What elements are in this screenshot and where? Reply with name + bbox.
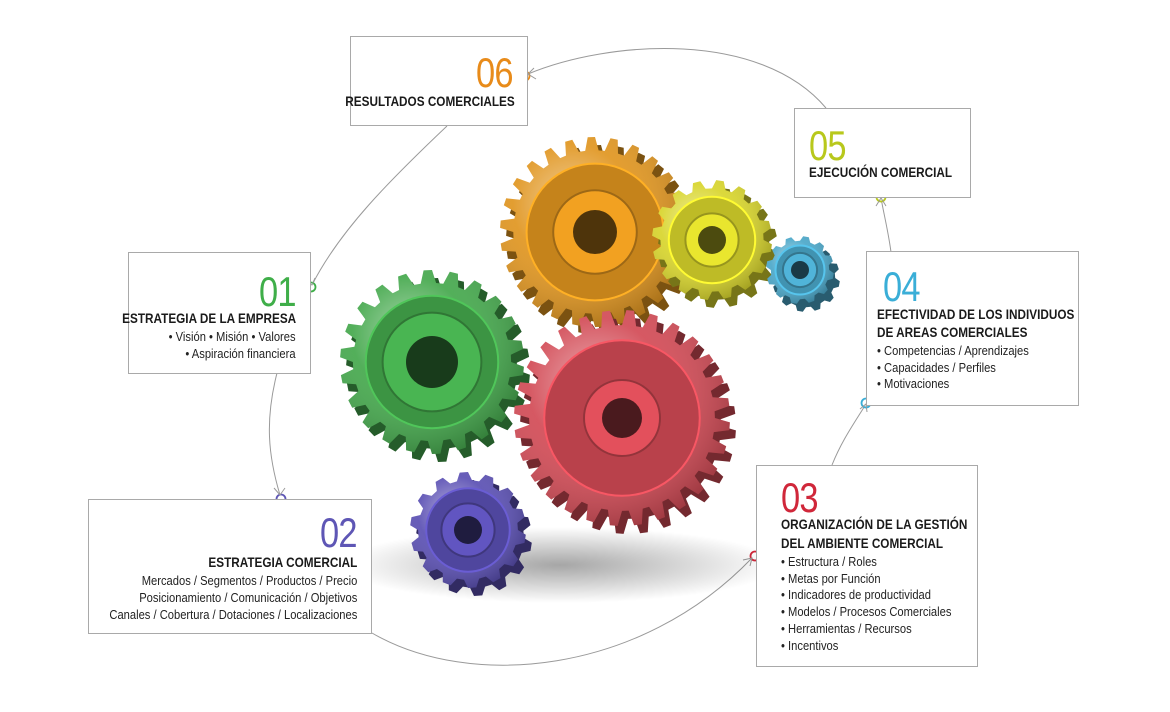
step-number: 01 — [259, 268, 296, 315]
step-item: • Visión • Misión • Valores — [169, 329, 296, 344]
step-title-line1: ORGANIZACIÓN DE LA GESTIÓN — [781, 516, 968, 532]
arc-01-to-02 — [268, 372, 281, 496]
arc-05-to-06 — [527, 48, 827, 109]
step-number: 05 — [809, 122, 846, 169]
step-item-list: Estructura / Roles Metas por Función Ind… — [781, 554, 979, 654]
step-number: 03 — [781, 474, 818, 521]
step-item: Incentivos — [781, 638, 951, 655]
step-number: 02 — [320, 509, 357, 556]
card-step-01: 01 ESTRATEGIA DE LA EMPRESA • Visión • M… — [122, 252, 311, 374]
blue-gear — [766, 236, 840, 312]
step-title-line2: DE AREAS COMERCIALES — [877, 324, 1028, 340]
step-item: Posicionamiento / Comunicación / Objetiv… — [138, 590, 357, 605]
step-item: Capacidades / Perfiles — [877, 360, 1029, 377]
step-item: Mercados / Segmentos / Productos / Preci… — [141, 573, 357, 588]
step-title-line1: EFECTIVIDAD DE LOS INDIVIDUOS — [877, 306, 1075, 322]
step-number: 04 — [883, 263, 920, 310]
card-step-04: 04 EFECTIVIDAD DE LOS INDIVIDUOS DE AREA… — [866, 251, 1079, 406]
card-step-05: 05 EJECUCIÓN COMERCIAL — [794, 108, 971, 198]
step-item: Metas por Función — [781, 571, 951, 588]
step-number: 06 — [476, 49, 513, 96]
step-item: Estructura / Roles — [781, 554, 951, 571]
step-item: Herramientas / Recursos — [781, 621, 951, 638]
step-title-line2: DEL AMBIENTE COMERCIAL — [781, 535, 944, 551]
card-step-02: 02 ESTRATEGIA COMERCIAL Mercados / Segme… — [88, 499, 372, 634]
step-title: ESTRATEGIA DE LA EMPRESA — [121, 310, 296, 326]
step-item: Canales / Cobertura / Dotaciones / Local… — [109, 607, 357, 622]
yellow-gear — [652, 180, 778, 308]
arc-06-to-01 — [311, 125, 448, 286]
card-step-06: 06 RESULTADOS COMERCIALES — [346, 36, 528, 126]
card-step-03: 03 ORGANIZACIÓN DE LA GESTIÓN DEL AMBIEN… — [756, 465, 978, 667]
arc-03-to-04 — [831, 403, 867, 466]
red-gear — [514, 310, 736, 534]
step-title: EJECUCIÓN COMERCIAL — [809, 164, 953, 180]
step-item: Competencias / Aprendizajes — [877, 343, 1029, 360]
green-gear — [340, 270, 530, 462]
step-title: ESTRATEGIA COMERCIAL — [208, 554, 357, 570]
step-item-list: Competencias / Aprendizajes Capacidades … — [877, 343, 1054, 393]
arc-02-to-03 — [371, 557, 753, 666]
step-item: Motivaciones — [877, 376, 1029, 393]
step-item: Modelos / Procesos Comerciales — [781, 604, 951, 621]
step-title: RESULTADOS COMERCIALES — [345, 93, 515, 109]
purple-gear — [410, 472, 532, 596]
step-item: Indicadores de productividad — [781, 587, 951, 604]
step-item: • Aspiración financiera — [185, 346, 296, 361]
